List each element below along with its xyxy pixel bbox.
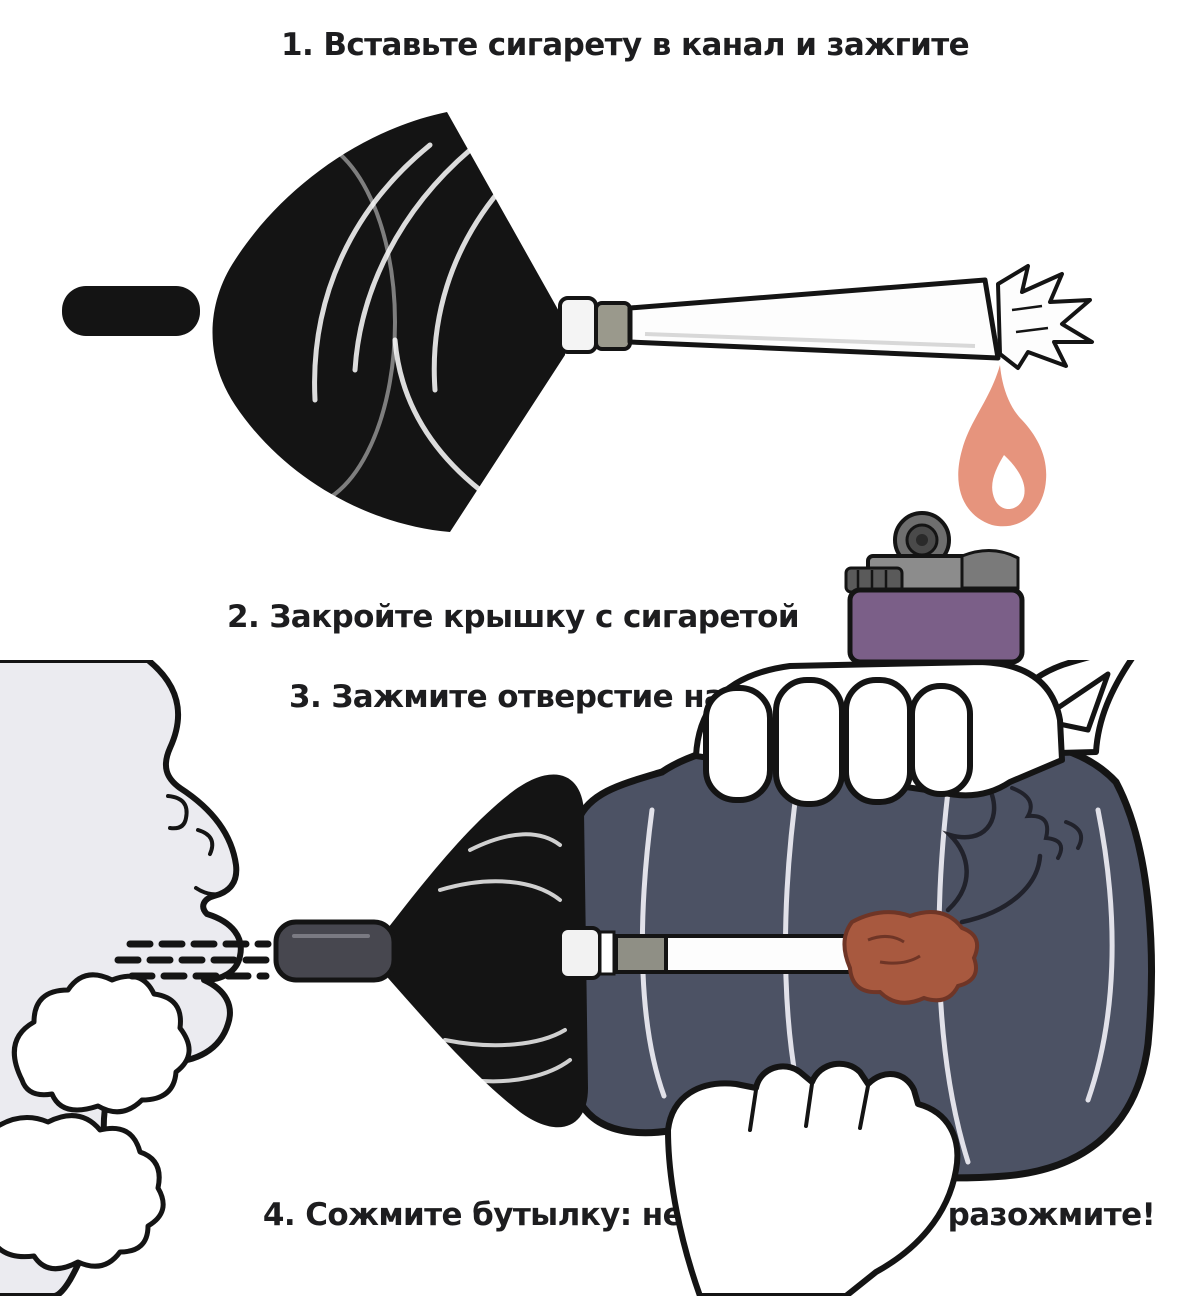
lighter-base bbox=[847, 587, 1025, 665]
step-2-label: 2. Закройте крышку с сигаретой bbox=[227, 599, 800, 635]
cone-cap bbox=[388, 774, 616, 1128]
step-1-label: 1. Вставьте сигарету в канал и зажгите bbox=[280, 27, 970, 63]
twisted-tip bbox=[996, 264, 1094, 370]
gripping-hand bbox=[693, 660, 1135, 807]
cigarette-inside bbox=[614, 910, 979, 1005]
smoke-wisps bbox=[942, 792, 1043, 925]
thumb-lever bbox=[960, 549, 1020, 590]
lighter bbox=[844, 511, 1025, 665]
sniff-curls bbox=[166, 794, 215, 856]
funnel-and-lighter-illustration bbox=[62, 112, 1094, 665]
mouthpiece-stem bbox=[62, 286, 200, 336]
exhale-clouds bbox=[0, 972, 192, 1272]
cigarette-joint bbox=[627, 277, 1001, 361]
lighter-flame bbox=[958, 365, 1047, 527]
air-stream-lines bbox=[114, 940, 276, 980]
supporting-hand bbox=[665, 1060, 961, 1296]
ember bbox=[842, 910, 979, 1005]
trapped-smoke-squiggles bbox=[1010, 786, 1083, 860]
bottle-mouthpiece-stem bbox=[273, 919, 397, 983]
bottle-scene-illustration bbox=[0, 660, 1155, 1296]
funnel-cone bbox=[203, 112, 565, 532]
cap-channel bbox=[558, 296, 632, 354]
